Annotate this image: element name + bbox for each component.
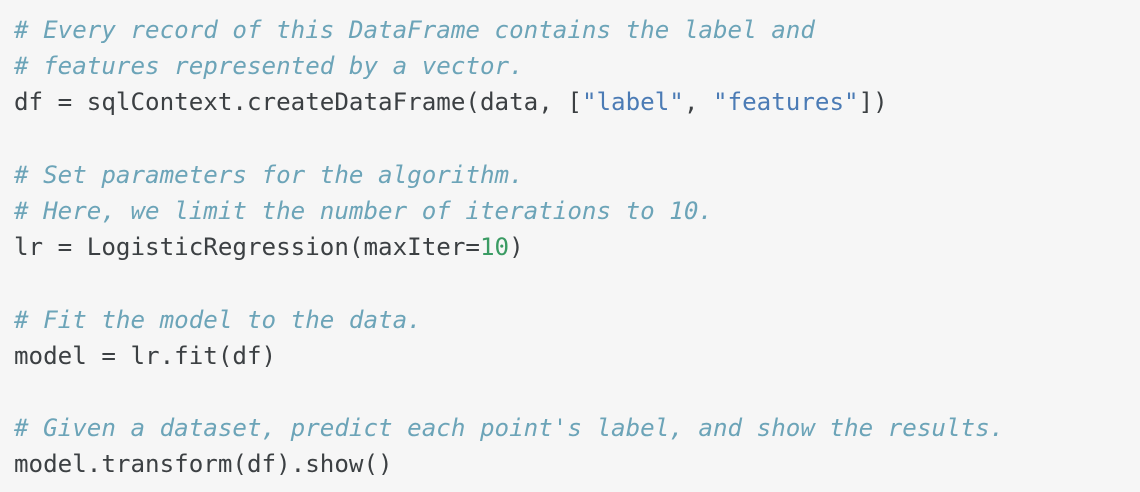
- code-line-blank: [14, 374, 1140, 410]
- token-comment: # Here, we limit the number of iteration…: [14, 196, 713, 225]
- code-line: # Set parameters for the algorithm.: [14, 157, 1140, 193]
- code-line: # Here, we limit the number of iteration…: [14, 193, 1140, 229]
- token-comment: # features represented by a vector.: [14, 52, 524, 81]
- code-line: # features represented by a vector.: [14, 48, 1140, 84]
- token-string: "label": [581, 88, 684, 117]
- code-line: model = lr.fit(df): [14, 338, 1140, 374]
- token-string: "features": [713, 88, 859, 117]
- token-plain: ]): [858, 88, 888, 117]
- token-plain: ,: [683, 88, 713, 117]
- token-comment: # Every record of this DataFrame contain…: [14, 16, 815, 44]
- code-line: # Given a dataset, predict each point's …: [14, 410, 1140, 446]
- code-line: # Fit the model to the data.: [14, 302, 1140, 338]
- code-line: model.transform(df).show(): [14, 446, 1140, 482]
- token-plain: ): [509, 233, 524, 262]
- token-plain: df = sqlContext.createDataFrame(data, [: [14, 88, 582, 117]
- token-plain: model.transform(df).show(): [14, 450, 393, 479]
- token-plain: model = lr.fit(df): [14, 341, 277, 370]
- token-comment: # Set parameters for the algorithm.: [14, 160, 524, 189]
- token-plain: lr = LogisticRegression(maxIter=: [14, 233, 480, 262]
- token-comment: # Given a dataset, predict each point's …: [14, 414, 1005, 443]
- code-line-blank: [14, 265, 1140, 301]
- token-comment: # Fit the model to the data.: [14, 305, 422, 334]
- code-lines-container: # Every record of this DataFrame contain…: [14, 12, 1140, 482]
- token-number: 10: [480, 233, 510, 262]
- code-line: lr = LogisticRegression(maxIter=10): [14, 229, 1140, 265]
- code-line-blank: [14, 121, 1140, 157]
- code-line: df = sqlContext.createDataFrame(data, ["…: [14, 84, 1140, 120]
- code-line: # Every record of this DataFrame contain…: [14, 12, 1140, 48]
